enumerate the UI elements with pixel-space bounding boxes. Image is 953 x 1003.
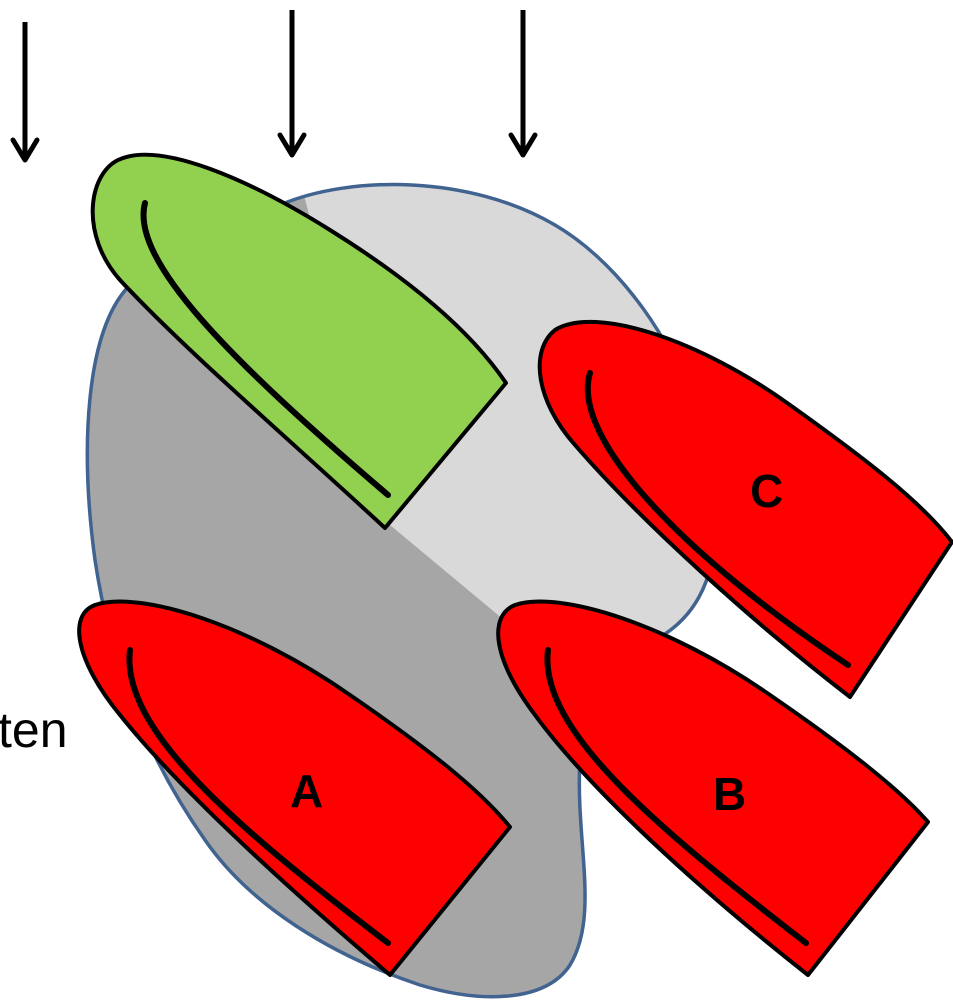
down-arrow-icon — [10, 22, 40, 163]
leeward-boat-a: A — [77, 599, 512, 977]
leeward-boat-b-hull — [496, 599, 930, 977]
down-arrow-icon — [277, 10, 307, 158]
leeward-boat-a-sail — [126, 647, 391, 946]
windward-boat — [90, 152, 508, 530]
leeward-boat-c: C — [537, 319, 953, 699]
boat-b-label: B — [713, 768, 746, 820]
leeward-boat-b: B — [496, 599, 930, 977]
leeward-boat-a-hull — [77, 599, 512, 977]
leeward-boat-c-sail — [585, 370, 851, 668]
leeward-boat-c-hull — [537, 319, 953, 699]
windward-boat-hull — [90, 152, 508, 530]
leeward-boat-b-sail — [544, 647, 809, 946]
windward-boat-sail — [140, 200, 391, 498]
boat-c-label: C — [750, 465, 783, 517]
boat-a-label: A — [290, 765, 323, 817]
wind-arrows — [10, 10, 538, 163]
down-arrow-icon — [508, 10, 538, 158]
partial-caption-text: ten — [0, 702, 68, 758]
